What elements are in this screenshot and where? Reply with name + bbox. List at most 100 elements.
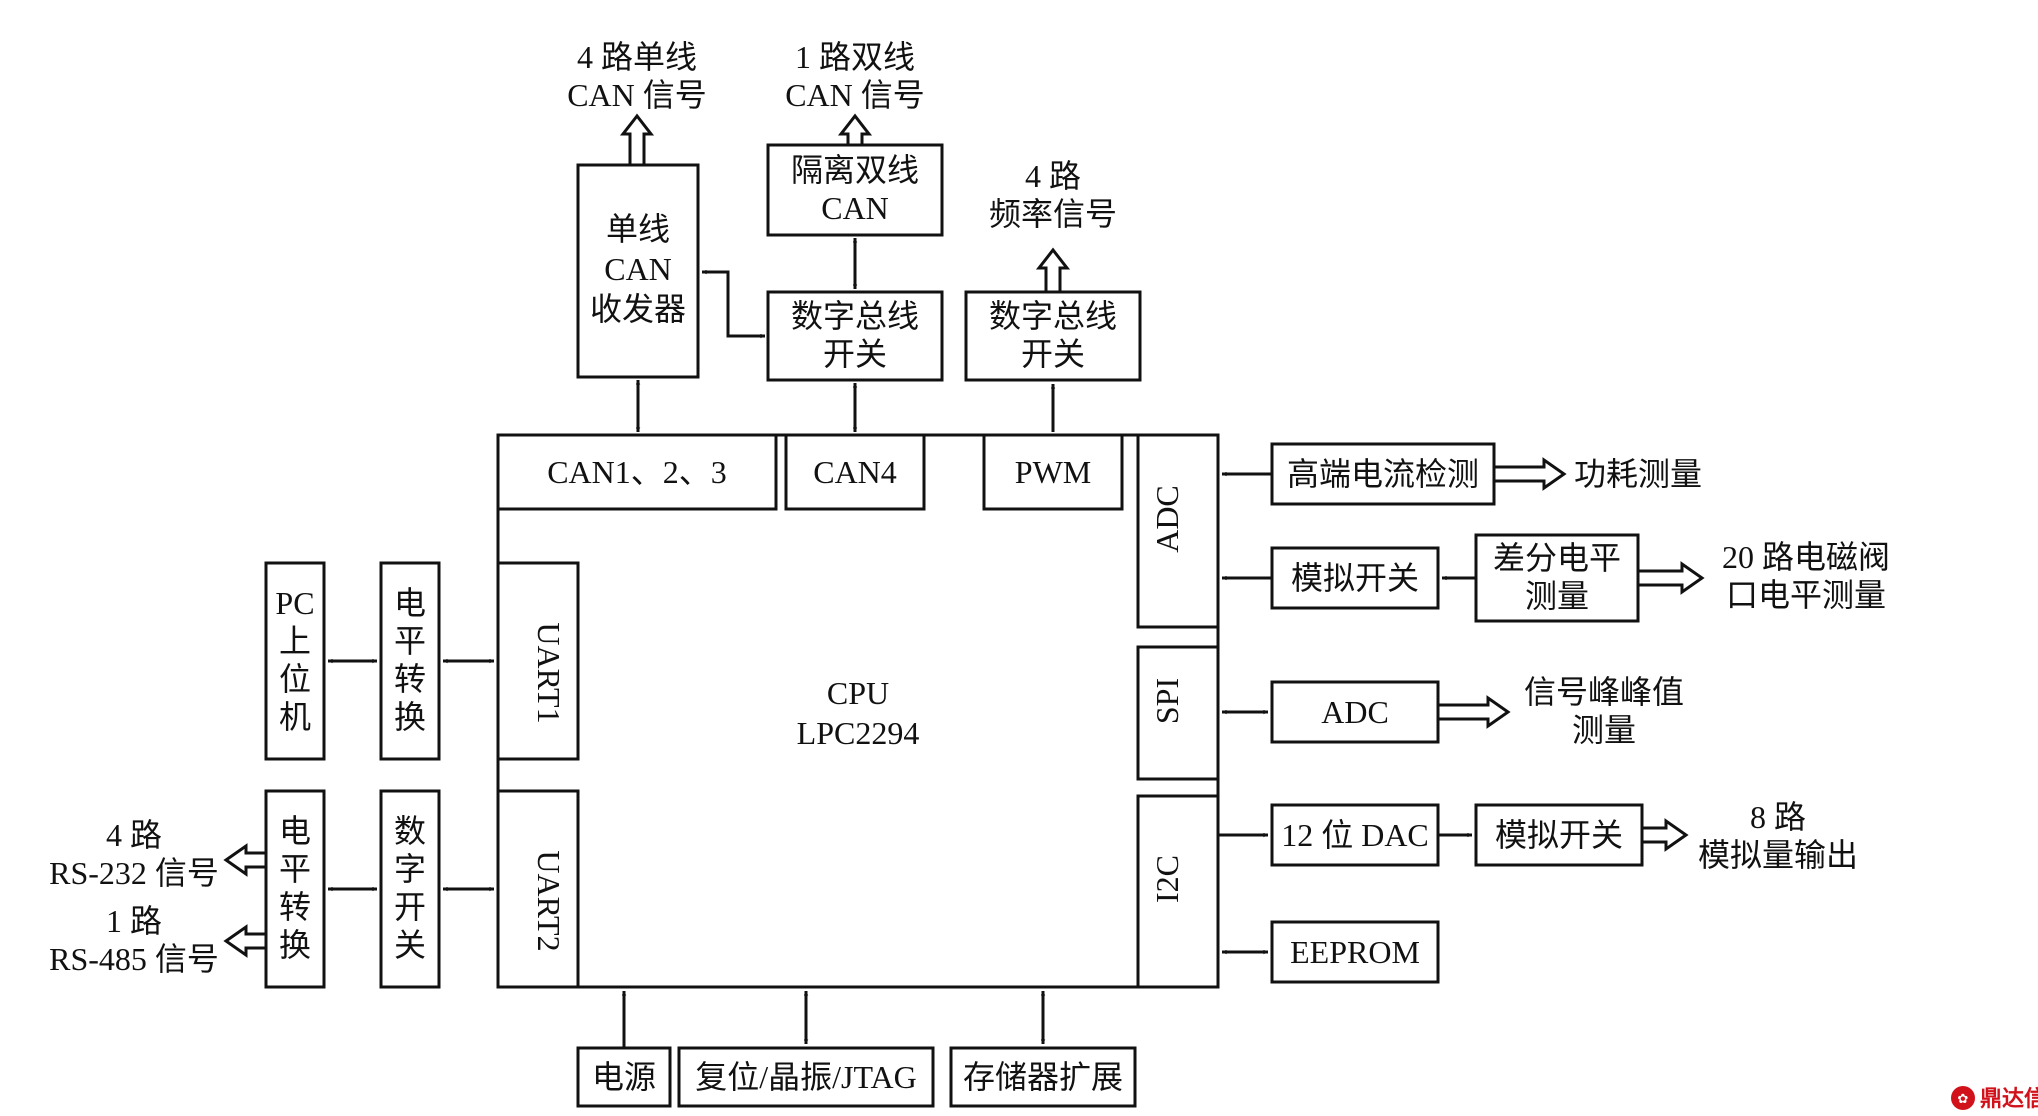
rs232-label-2: RS-232 信号 bbox=[49, 855, 219, 891]
rs485-label-2: RS-485 信号 bbox=[49, 941, 219, 977]
pc-line4: 机 bbox=[279, 699, 311, 735]
memory-label: 存储器扩展 bbox=[963, 1059, 1123, 1095]
lc1-line4: 换 bbox=[394, 699, 426, 735]
diff-level-block: 差分电平 测量 bbox=[1474, 533, 1640, 623]
cpu-model-label: LPC2294 bbox=[797, 715, 920, 751]
cpu-block: CPU LPC2294 bbox=[496, 433, 1220, 989]
can123-port: CAN1、2、3 bbox=[496, 433, 778, 511]
freq-output-label: 4 路 bbox=[1025, 158, 1081, 194]
bsp-line1: 数字总线 bbox=[989, 298, 1117, 334]
eeprom-block: EEPROM bbox=[1270, 920, 1440, 984]
can123-label: CAN1、2、3 bbox=[547, 454, 727, 490]
ds-line3: 开 bbox=[394, 889, 426, 925]
sct-line3: 收发器 bbox=[590, 291, 686, 327]
current-detect-label: 高端电流检测 bbox=[1287, 456, 1479, 492]
pwm-port: PWM bbox=[982, 433, 1124, 511]
arrow-peak-measure bbox=[1436, 695, 1511, 729]
analog-switch-adc-block: 模拟开关 bbox=[1270, 546, 1440, 610]
arrow-rs232-out bbox=[223, 843, 268, 877]
level-conv-1-block: 电 平 转 换 bbox=[379, 561, 441, 761]
isolated-can-block: 隔离双线 CAN bbox=[766, 143, 944, 237]
dual-can-output-label: 1 路双线 bbox=[795, 39, 915, 75]
single-can-output-label: 4 路单线 bbox=[577, 39, 697, 75]
cpu-label: CPU bbox=[827, 675, 889, 711]
pc-line2: 上 bbox=[279, 623, 311, 659]
lc2-line1: 电 bbox=[279, 813, 311, 849]
arrow-analog-output bbox=[1640, 818, 1689, 852]
single-can-transceiver: 单线 CAN 收发器 bbox=[576, 163, 700, 379]
arrow-freq-out bbox=[1035, 247, 1071, 294]
arrow-power-measure bbox=[1492, 457, 1567, 491]
ds-line4: 关 bbox=[394, 927, 426, 963]
memory-expansion-block: 存储器扩展 bbox=[949, 1046, 1137, 1108]
lc1-line1: 电 bbox=[394, 585, 426, 621]
can4-label: CAN4 bbox=[813, 454, 897, 490]
spi-adc-block: ADC bbox=[1270, 680, 1440, 744]
lc1-line2: 平 bbox=[394, 623, 426, 659]
bsc-line2: 开关 bbox=[823, 336, 887, 372]
level-conv-2-block: 电 平 转 换 bbox=[264, 789, 326, 989]
pc-line3: 位 bbox=[279, 661, 311, 697]
dual-can-output-label-2: CAN 信号 bbox=[785, 77, 925, 113]
power-block: 电源 bbox=[576, 1046, 672, 1108]
digital-switch-block: 数 字 开 关 bbox=[379, 789, 441, 989]
analog-output-label-2: 模拟量输出 bbox=[1698, 837, 1858, 873]
dac-block: 12 位 DAC bbox=[1270, 803, 1440, 867]
uart2-port: UART2 bbox=[496, 789, 580, 989]
can4-port: CAN4 bbox=[784, 433, 926, 511]
pwm-label: PWM bbox=[1015, 454, 1091, 490]
analog-output-label: 8 路 bbox=[1750, 799, 1806, 835]
iso-can-line2: CAN bbox=[821, 190, 889, 226]
bsp-line2: 开关 bbox=[1021, 336, 1085, 372]
lc2-line4: 换 bbox=[279, 927, 311, 963]
ds-line1: 数 bbox=[394, 813, 426, 849]
diff-level-line1: 差分电平 bbox=[1493, 540, 1621, 576]
single-can-output-label-2: CAN 信号 bbox=[567, 77, 707, 113]
peak-measure-label: 信号峰峰值 bbox=[1524, 674, 1684, 710]
lc1-line3: 转 bbox=[394, 661, 426, 697]
adc-port: ADC bbox=[1136, 433, 1220, 629]
rs485-label: 1 路 bbox=[106, 903, 162, 939]
bsc-line1: 数字总线 bbox=[791, 298, 919, 334]
spi-label: SPI bbox=[1149, 678, 1185, 724]
rs232-label: 4 路 bbox=[106, 817, 162, 853]
power-label: 电源 bbox=[592, 1059, 656, 1095]
lc2-line2: 平 bbox=[279, 851, 311, 887]
valve-measure-label-2: 口电平测量 bbox=[1726, 577, 1886, 613]
eeprom-label: EEPROM bbox=[1290, 934, 1420, 970]
analog-switch-adc-label: 模拟开关 bbox=[1291, 560, 1419, 596]
sct-line2: CAN bbox=[604, 251, 672, 287]
ds-line2: 字 bbox=[394, 851, 426, 887]
iso-can-line1: 隔离双线 bbox=[791, 152, 919, 188]
current-detect-block: 高端电流检测 bbox=[1270, 442, 1496, 506]
uart1-label: UART1 bbox=[531, 622, 567, 723]
bus-switch-pwm-block: 数字总线 开关 bbox=[964, 290, 1142, 382]
arrow-rs485-out bbox=[223, 924, 268, 958]
pc-host-block: PC 上 位 机 bbox=[264, 561, 326, 761]
spi-port: SPI bbox=[1136, 645, 1220, 781]
i2c-label: I2C bbox=[1149, 855, 1185, 903]
uart1-port: UART1 bbox=[496, 561, 580, 761]
lc2-line3: 转 bbox=[279, 889, 311, 925]
watermark-icon bbox=[1951, 1086, 1975, 1110]
valve-measure-label: 20 路电磁阀 bbox=[1722, 539, 1890, 575]
reset-label: 复位/晶振/JTAG bbox=[695, 1059, 916, 1095]
uart2-label: UART2 bbox=[531, 850, 567, 951]
dac-label: 12 位 DAC bbox=[1281, 817, 1429, 853]
arrow-valve-measure bbox=[1636, 561, 1705, 595]
diff-level-line2: 测量 bbox=[1525, 578, 1589, 614]
freq-output-label-2: 频率信号 bbox=[989, 196, 1117, 232]
watermark-logo: ✿ 鼎达信 bbox=[1951, 1086, 2038, 1112]
peak-measure-label-2: 测量 bbox=[1572, 712, 1636, 748]
power-measure-label: 功耗测量 bbox=[1574, 456, 1702, 492]
analog-switch-dac-block: 模拟开关 bbox=[1474, 803, 1644, 867]
arrow-dual-can-out bbox=[837, 113, 873, 147]
spi-adc-label: ADC bbox=[1321, 694, 1389, 730]
watermark-text: 鼎达信 bbox=[1980, 1086, 2038, 1112]
arrow-single-can-out bbox=[619, 113, 655, 167]
reset-jtag-block: 复位/晶振/JTAG bbox=[677, 1046, 935, 1108]
svg-text:✿: ✿ bbox=[1958, 1092, 1969, 1107]
sct-line1: 单线 bbox=[606, 211, 670, 247]
bus-switch-can-block: 数字总线 开关 bbox=[766, 290, 944, 382]
